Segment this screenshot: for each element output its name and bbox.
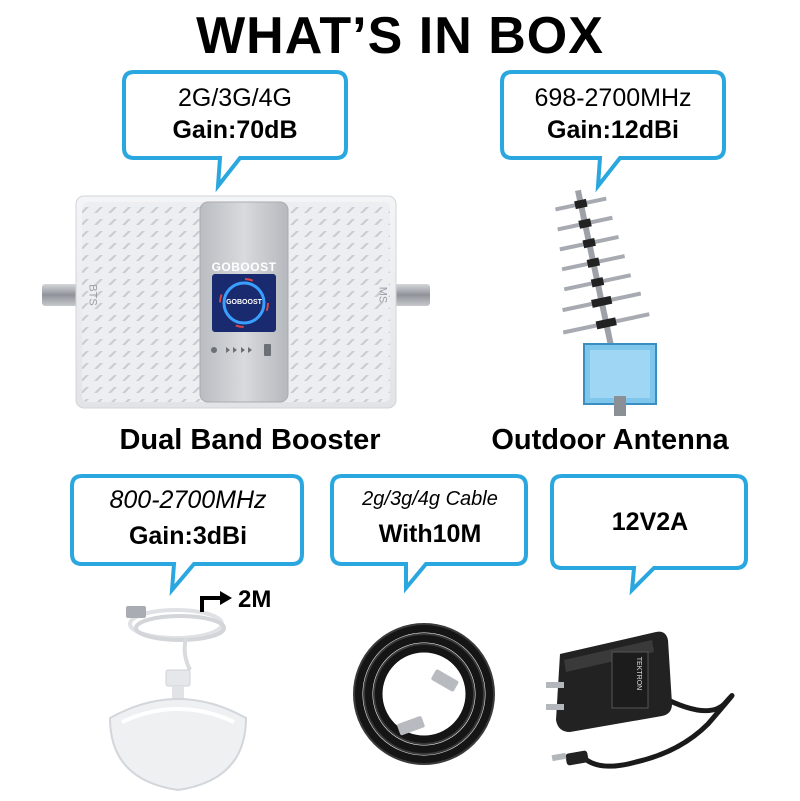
booster-device-image: GOBOOST GOBOOST BTS MS <box>36 192 436 412</box>
callout-bubble <box>500 70 726 193</box>
cable-length-text: With10M <box>378 520 482 548</box>
power-adapter-image: TEKTRON <box>540 612 770 792</box>
booster-band-text: 2G/3G/4G <box>178 84 292 112</box>
indoor-antenna-image: 2M <box>96 584 316 796</box>
callout-bubble <box>70 474 304 597</box>
callout-bubble <box>330 474 528 594</box>
cable-spec-callout: 2g/3g/4g Cable With10M <box>330 474 530 594</box>
indoor-antenna-gain-text: Gain:3dBi <box>128 522 248 550</box>
screen-brand-label: GOBOOST <box>226 299 262 306</box>
antenna-caption: Outdoor Antenna <box>491 424 729 456</box>
cable-type-text: 2g/3g/4g Cable <box>362 488 498 510</box>
device-brand-label: GOBOOST <box>211 260 277 274</box>
indoor-antenna-frequency-text: 800-2700MHz <box>109 486 267 514</box>
power-spec-text: 12V2A <box>611 508 689 536</box>
port-bts-label: BTS <box>86 284 99 306</box>
coax-cable-image <box>344 600 504 790</box>
outdoor-antenna-frequency-text: 698-2700MHz <box>534 84 692 112</box>
outdoor-antenna-gain-text: Gain:12dBi <box>547 116 679 144</box>
page-title: WHAT’S IN BOX <box>196 7 604 65</box>
outdoor-antenna-image <box>530 184 670 416</box>
power-spec-callout: 12V2A <box>550 474 750 596</box>
booster-caption: Dual Band Booster <box>119 424 381 456</box>
booster-spec-callout: 2G/3G/4G Gain:70dB <box>122 70 348 193</box>
adapter-brand-label: TEKTRON <box>635 656 643 691</box>
callout-bubble <box>122 70 348 193</box>
callout-bubble <box>550 474 748 596</box>
booster-gain-text: Gain:70dB <box>172 116 298 144</box>
outdoor-antenna-spec-callout: 698-2700MHz Gain:12dBi <box>500 70 726 193</box>
cable-length-2m-label: 2M <box>238 586 272 613</box>
indoor-antenna-spec-callout: 800-2700MHz Gain:3dBi <box>70 474 306 597</box>
port-ms-label: MS <box>376 286 389 304</box>
